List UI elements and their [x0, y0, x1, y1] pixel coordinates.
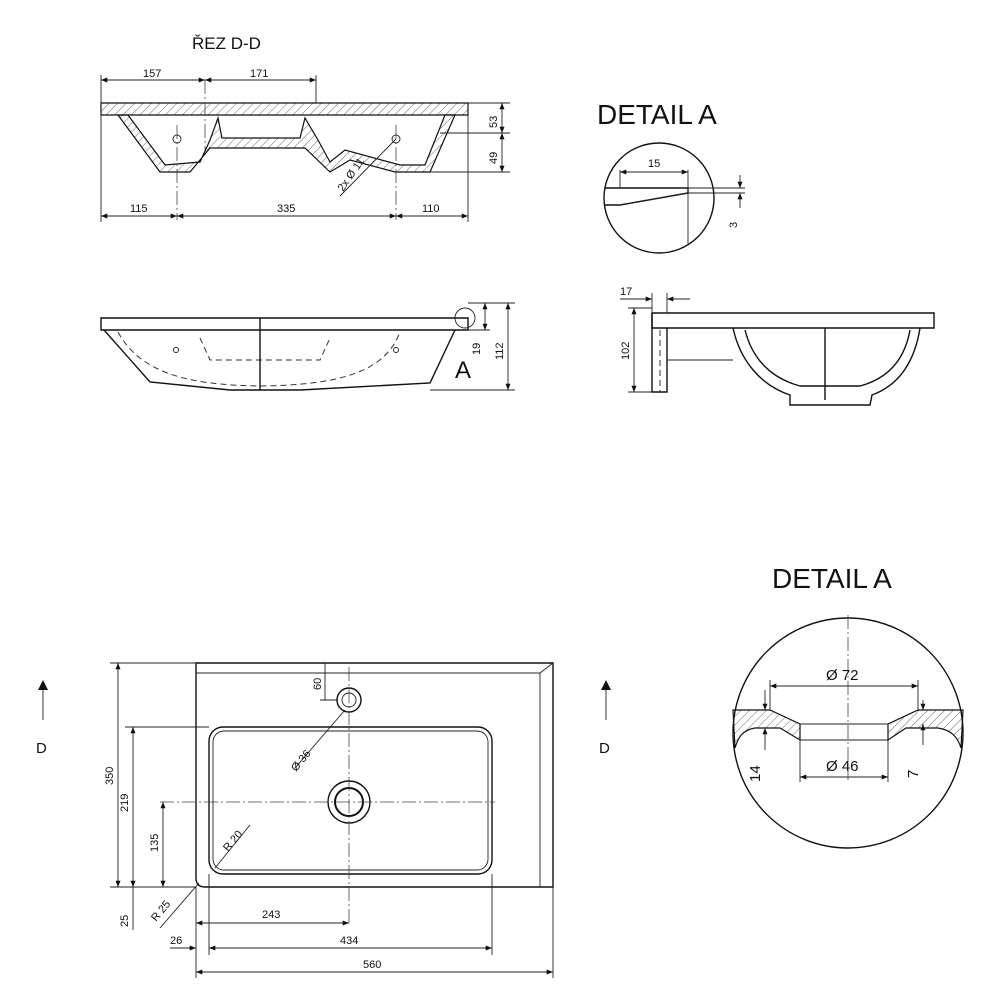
side-hole-left [173, 347, 179, 353]
section-slab [100, 102, 469, 116]
dim-detail-width: 15 [648, 158, 660, 170]
dim-tap-offset: 60 [312, 678, 324, 690]
detail-a-drain-title: DETAIL A [772, 563, 892, 594]
detail-marker-a: A [455, 357, 471, 384]
dim-height-b: 49 [488, 152, 500, 164]
dim-lip: 19 [471, 343, 483, 355]
dim-detail-slope: 3 [728, 222, 740, 228]
section-arrow-left [38, 680, 48, 690]
end-bowl-inner [744, 329, 911, 387]
detail-a-top-profile [605, 187, 689, 206]
detail-a-profile-left [732, 709, 801, 749]
plan-bowl [208, 726, 493, 875]
end-top-slab [651, 312, 935, 329]
side-view: A 19 112 [100, 302, 515, 391]
detail-a-profile-right [887, 709, 964, 749]
side-hole-right [393, 347, 399, 353]
detail-slope-line [619, 192, 689, 206]
plan-outer-rim [195, 662, 554, 888]
dim-right-bottom: 110 [422, 203, 440, 215]
plan-view: D D 60 Ø 36 350 219 [36, 662, 611, 978]
dim-bowl-width: 434 [340, 935, 358, 947]
detail-a-top-circle [603, 142, 715, 254]
dim-front: 25 [119, 915, 131, 927]
dim-left-edge: 26 [170, 935, 182, 947]
section-marker-right: D [599, 740, 610, 757]
dim-radius-inner: R 20 [221, 828, 245, 854]
side-basin-outline [103, 329, 456, 391]
side-basin-hidden [117, 331, 401, 387]
dim-end-wall: 17 [620, 286, 632, 298]
detail-a-top-title: DETAIL A [597, 99, 717, 130]
radius-leader-outer [159, 882, 200, 929]
dim-left-bottom: 115 [130, 203, 148, 215]
plan-bowl-inner [212, 730, 489, 871]
section-basin-shell [116, 114, 456, 173]
dim-mid-top: 171 [250, 68, 268, 80]
side-basin-hidden-inner [199, 337, 331, 361]
dim-left-top: 157 [143, 68, 161, 80]
section-title: ŘEZ D-D [192, 34, 261, 53]
end-view: 17 102 [620, 286, 935, 406]
section-arrow-right [601, 680, 611, 690]
dim-radius-outer: R 25 [149, 898, 173, 924]
dim-tap-dia: Ø 36 [289, 748, 314, 774]
dim-total-width: 560 [363, 959, 381, 971]
dim-end-height: 102 [620, 342, 632, 360]
dim-depth-bowl: 219 [119, 794, 131, 812]
dim-outer-dia: Ø 72 [826, 667, 859, 684]
dim-inner-dia: Ø 46 [826, 758, 859, 775]
dim-drain-x: 243 [262, 909, 280, 921]
dim-height-a: 53 [488, 116, 500, 128]
detail-a-top: DETAIL A 15 3 [597, 99, 745, 254]
side-top-rim [100, 317, 469, 331]
detail-a-drain: DETAIL A Ø 72 Ø 46 14 7 [732, 563, 964, 849]
radius-leader-inner [214, 824, 251, 869]
dim-mid-bottom: 335 [277, 203, 295, 215]
tap-leader [294, 709, 346, 769]
section-marker-left: D [36, 740, 47, 757]
dim-depth-total: 350 [104, 767, 116, 785]
plan-rim-corner [539, 662, 554, 674]
end-bowl-outline [732, 327, 921, 406]
dim-thickness: 14 [747, 765, 764, 782]
section-view: ŘEZ D-D 157 171 53 49 2x Ø 11 1 [100, 34, 510, 222]
dim-recess: 7 [905, 770, 922, 778]
dim-total: 112 [494, 342, 506, 360]
dim-drain-y: 135 [149, 834, 161, 852]
detail-a-circle-marker [454, 307, 476, 329]
hole-leader [339, 138, 397, 197]
